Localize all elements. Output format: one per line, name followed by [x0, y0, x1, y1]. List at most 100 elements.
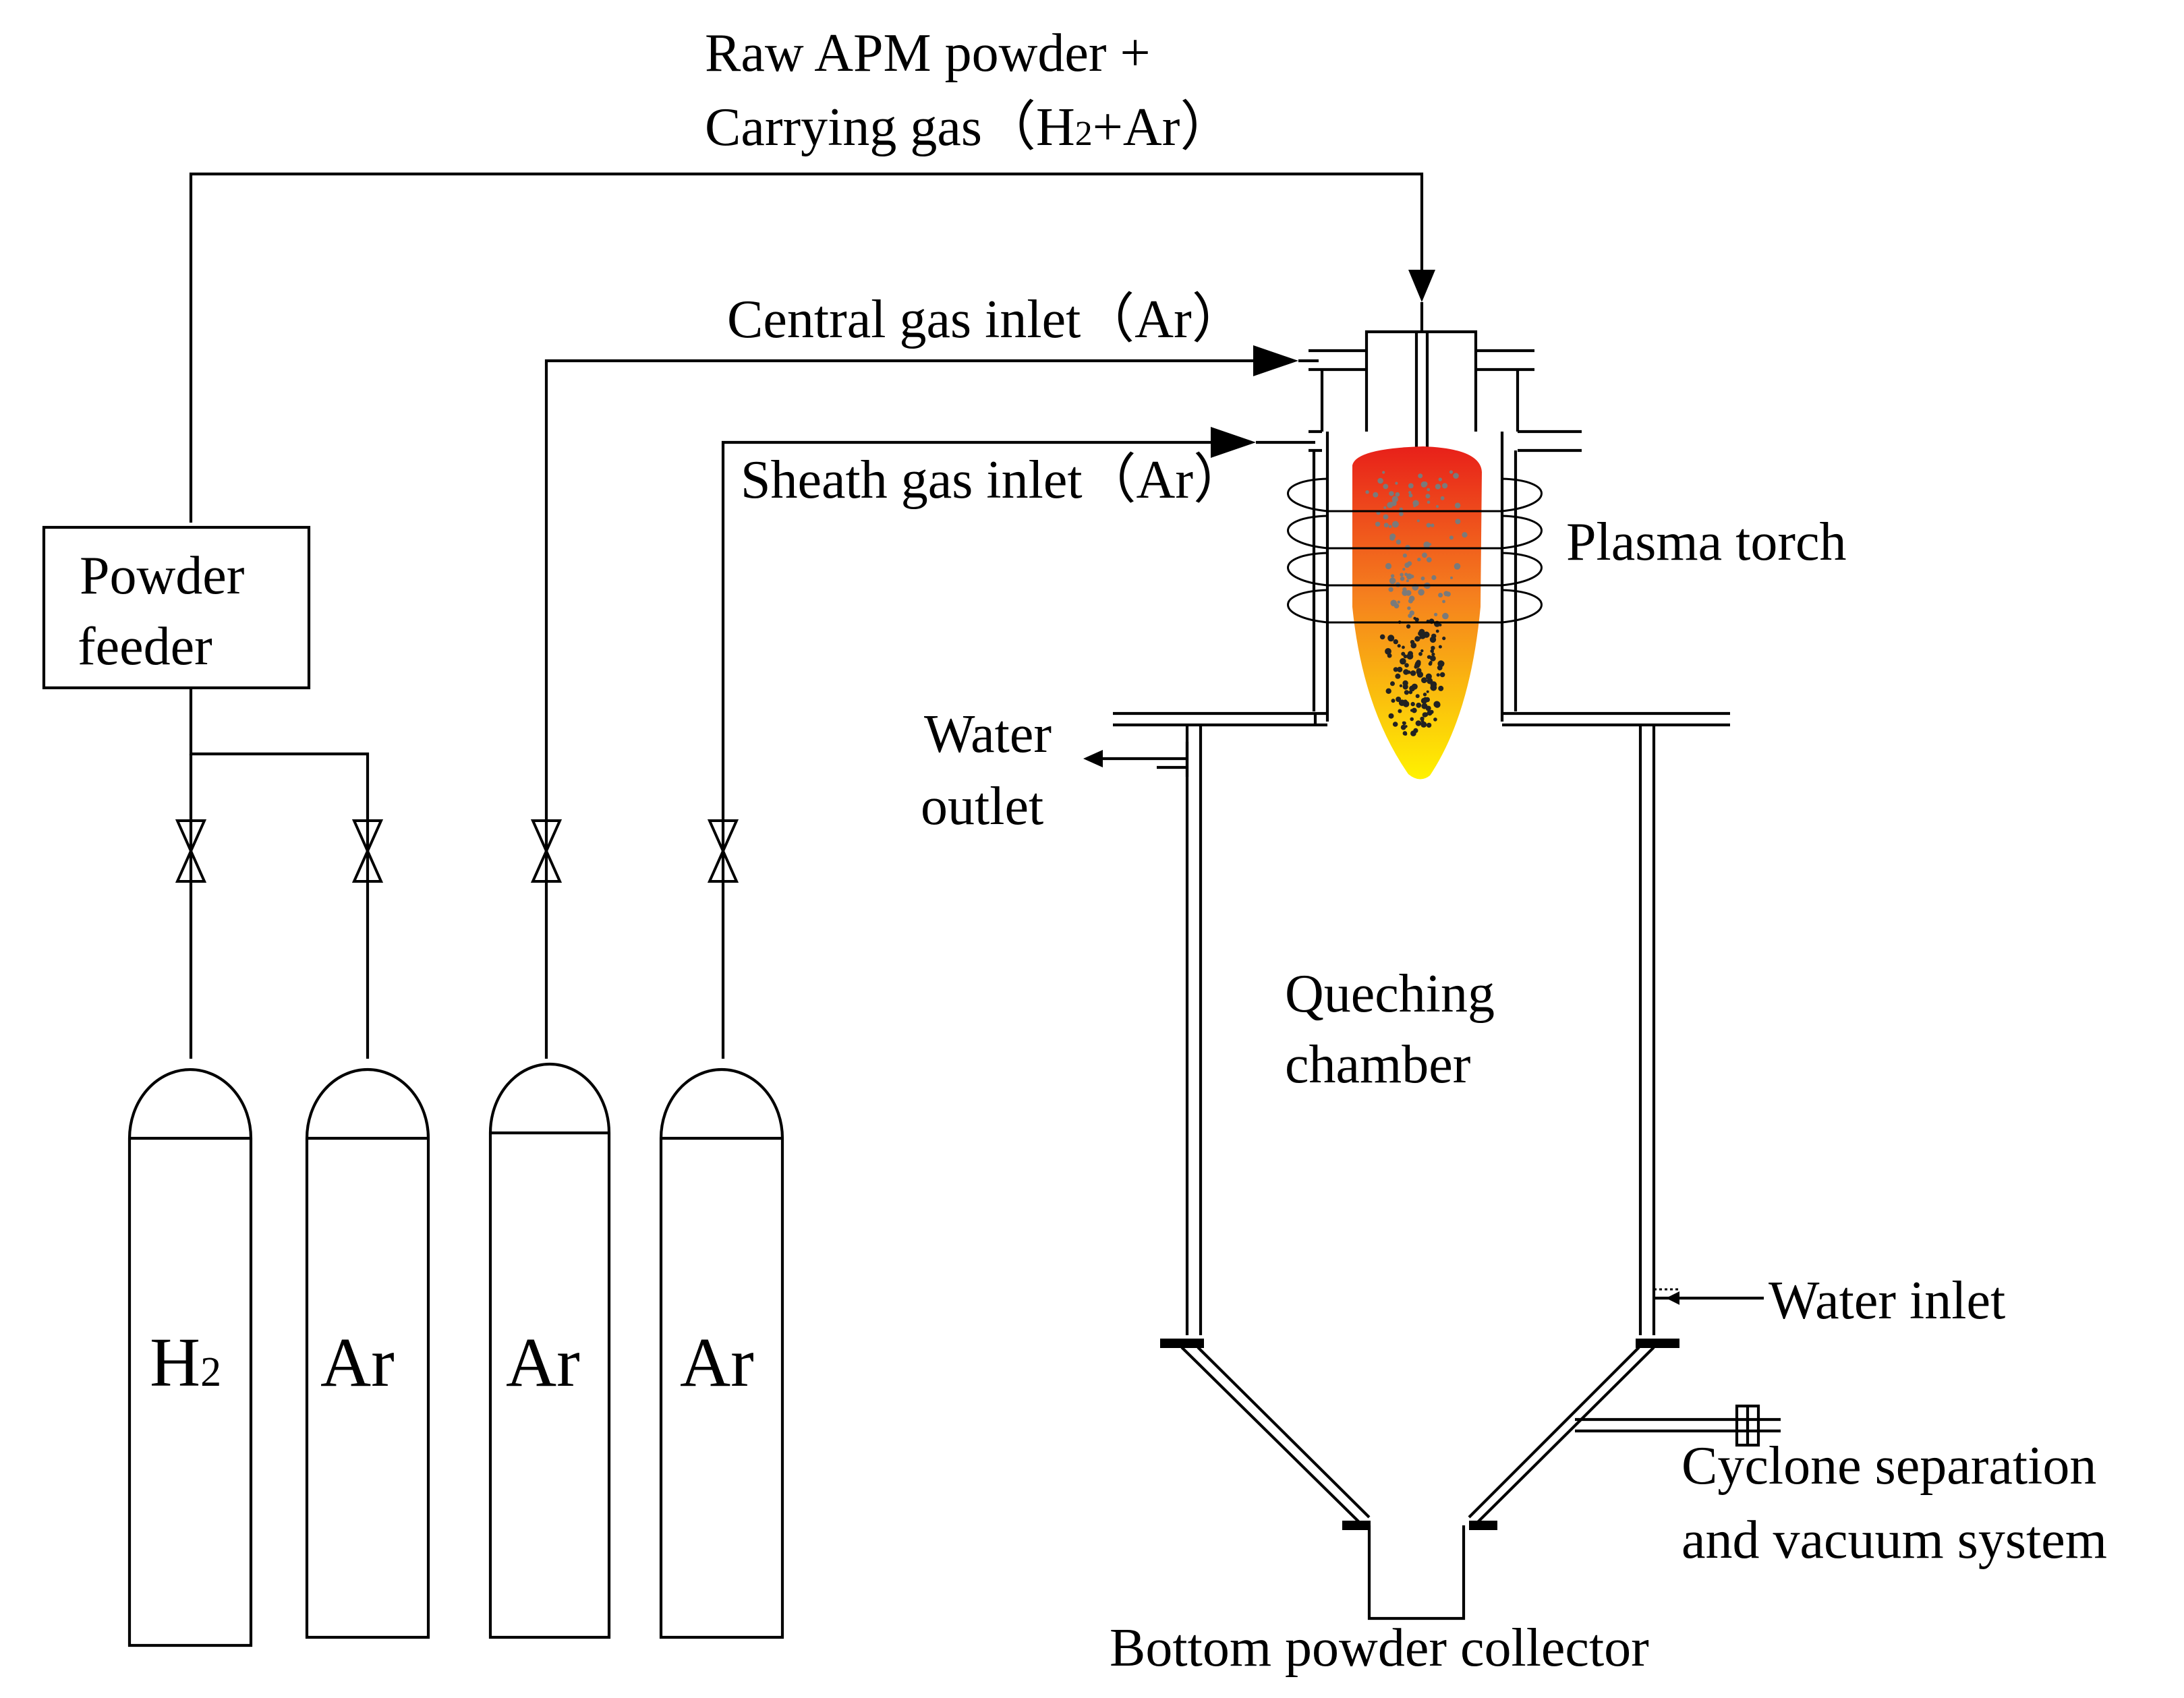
plasma-particle [1431, 645, 1435, 651]
plasma-particle [1445, 591, 1451, 597]
plasma-particle [1389, 491, 1394, 496]
plasma-particle [1414, 662, 1420, 668]
plasma-particle [1431, 523, 1435, 527]
plasma-particle [1383, 514, 1389, 520]
cylinder-h2: H2 [127, 1067, 253, 1647]
plasma-particle [1420, 716, 1425, 722]
plasma-particle [1408, 483, 1414, 489]
plasma-particle [1408, 491, 1412, 494]
plasma-particle [1406, 573, 1412, 580]
plasma-particle [1419, 633, 1426, 639]
water-outlet-label-1: Water [924, 705, 1052, 764]
powder-feeder-label-2: feeder [78, 617, 212, 676]
plasma-particle [1415, 720, 1422, 726]
plasma-particle [1400, 576, 1405, 581]
plasma-particle [1439, 672, 1445, 678]
plasma-particle [1391, 496, 1398, 502]
plasma-particle [1383, 523, 1389, 528]
plasma-particle [1420, 649, 1424, 653]
plasma-particle [1418, 473, 1423, 479]
plasma-particle [1438, 593, 1443, 597]
plasma-particle [1416, 671, 1424, 678]
plasma-particle [1429, 661, 1433, 664]
plasma-particle [1375, 521, 1381, 527]
plasma-particle [1421, 703, 1428, 709]
plasma-particle [1415, 694, 1420, 699]
plasma-particle [1390, 681, 1395, 686]
plasma-particle [1437, 665, 1443, 671]
valve-ar-1 [351, 819, 384, 883]
plasma-particle [1393, 522, 1398, 527]
plasma-particle [1454, 563, 1461, 570]
plasma-particle [1430, 655, 1436, 662]
plasma-particle [1454, 502, 1461, 508]
plasma-particle [1423, 541, 1431, 548]
plasma-particle [1422, 712, 1427, 718]
plasma-particle [1383, 484, 1389, 490]
cyclone-label-1: Cyclone separation [1682, 1436, 2096, 1496]
water-outlet [1083, 742, 1189, 777]
plasma-particle [1403, 654, 1408, 659]
cylinder-ar-1: Ar [305, 1067, 430, 1639]
plasma-particle [1402, 721, 1405, 724]
plasma-particle [1411, 683, 1418, 690]
plasma-particle [1365, 490, 1369, 494]
plasma-particle [1408, 493, 1413, 498]
powder-feeder: Powder feeder [42, 525, 311, 690]
plasma-particle [1435, 484, 1441, 490]
plasma-particle [1413, 504, 1416, 508]
plasma-particles [1365, 470, 1468, 736]
valve-ar-2 [530, 819, 563, 883]
plasma-particle [1418, 651, 1423, 656]
plasma-particle [1408, 614, 1412, 618]
plasma-particle [1410, 670, 1416, 676]
plasma-particle [1406, 653, 1414, 660]
plasma-particle [1433, 718, 1437, 722]
plasma-particle [1402, 645, 1405, 649]
plasma-particle [1449, 535, 1454, 540]
plasma-particle [1398, 699, 1406, 706]
induction-coil [1287, 477, 1543, 624]
plasma-particle [1449, 470, 1454, 474]
plasma-particle [1427, 655, 1431, 660]
cylinder-ar-2: Ar [488, 1062, 611, 1639]
plasma-particle [1434, 612, 1438, 616]
plasma-particle [1462, 532, 1468, 538]
plasma-particle [1430, 684, 1437, 691]
plasma-particle [1402, 587, 1407, 592]
central-gas-label: Central gas inlet（Ar） [727, 290, 1246, 349]
plasma-particle [1427, 710, 1433, 716]
plasma-particle [1398, 709, 1402, 713]
plasma-particle [1438, 685, 1444, 691]
plasma-particle [1404, 562, 1410, 568]
cylinder-ar-1-label: Ar [320, 1324, 395, 1401]
plasma-particle [1405, 590, 1412, 596]
plasma-particle [1399, 684, 1403, 688]
plasma-particle [1416, 519, 1420, 523]
plasma-particle [1442, 637, 1446, 641]
plasma-particle [1382, 471, 1385, 474]
cyclone-outlet [1575, 1404, 1781, 1447]
plasma-particle [1431, 575, 1437, 581]
plasma-particle [1385, 648, 1391, 655]
plasma-particle [1425, 673, 1432, 680]
plasma-particle [1397, 600, 1400, 604]
plasma-particle [1393, 667, 1398, 672]
quenching-chamber [1113, 711, 1730, 1620]
plasma-particle [1388, 713, 1394, 719]
plasma-particle [1410, 701, 1415, 707]
valve-ar-3 [707, 819, 739, 883]
plasma-particle [1396, 539, 1402, 545]
plasma-torch-label: Plasma torch [1566, 513, 1846, 572]
plasma-particle [1413, 616, 1416, 620]
plasma-particle [1410, 717, 1414, 722]
plasma-particle [1390, 574, 1395, 578]
plasma-particle [1385, 562, 1392, 570]
plasma-particle [1423, 697, 1428, 701]
plasma-particle [1400, 657, 1406, 665]
plasma-particle [1414, 636, 1420, 642]
feed-line-label-1: Raw APM powder + [705, 24, 1151, 83]
plasma-particle [1416, 703, 1421, 707]
plasma-particle [1391, 699, 1396, 703]
plasma-particle [1430, 649, 1434, 653]
